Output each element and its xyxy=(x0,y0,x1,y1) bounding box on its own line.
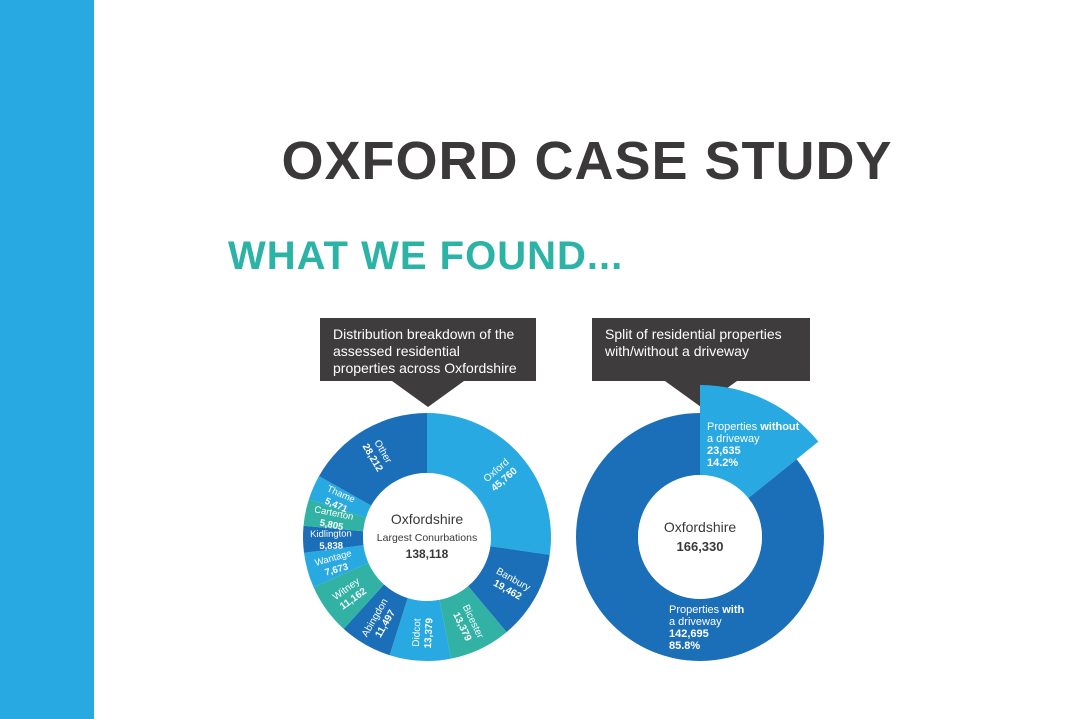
chart2-label-line2-with: a driveway xyxy=(669,616,722,628)
chart1-slice-kidlington xyxy=(303,525,364,553)
chart2-label-name-with: Properties with xyxy=(669,604,744,616)
chart1-slice-wantage xyxy=(304,545,369,588)
chart2-label-line2-without: a driveway xyxy=(707,433,760,445)
page-subtitle: WHAT WE FOUND... xyxy=(228,234,624,278)
chart1-center-label: Oxfordshire xyxy=(391,511,464,527)
chart1-slice-carterton xyxy=(303,499,367,532)
chart2-center-hole xyxy=(638,475,762,599)
chart1-slice-value-carterton: 5,805 xyxy=(319,518,345,534)
chart1-slice-bicester xyxy=(439,586,507,659)
chart2-slice-with xyxy=(575,413,825,661)
chart2-label-name-without: Properties without xyxy=(707,421,800,433)
chart1-slice-abingdon xyxy=(343,584,408,656)
chart2-label-percent-with: 85.8% xyxy=(669,640,700,652)
chart2-label-value-without: 23,635 xyxy=(707,445,741,457)
chart1-slice-name-kidlington: Kidlington xyxy=(310,528,352,540)
chart2-center-value: 166,330 xyxy=(677,539,724,554)
chart2-title-callout: Split of residential properties with/wit… xyxy=(592,318,810,381)
chart1-slice-thame xyxy=(308,476,372,518)
chart1-center-value: 138,118 xyxy=(406,547,449,561)
chart2-label-percent-without: 14.2% xyxy=(707,457,738,469)
chart2-label-value-with: 142,695 xyxy=(669,628,709,640)
chart1-slice-didcot xyxy=(389,598,452,661)
chart1-slice-other xyxy=(318,413,427,506)
chart1-slice-name-didcot: Didcot xyxy=(411,618,424,647)
chart1-slice-value-didcot: 13,379 xyxy=(423,617,436,649)
chart2-center-label: Oxfordshire xyxy=(664,519,737,535)
page-title: OXFORD CASE STUDY xyxy=(281,131,893,191)
chart1-title-callout: Distribution breakdown of the assessed r… xyxy=(320,318,536,381)
chart1-slice-oxford xyxy=(427,413,551,555)
chart1-slice-value-kidlington: 5,838 xyxy=(319,541,343,552)
side-accent-bar xyxy=(0,0,94,719)
chart1-center-sublabel: Largest Conurbations xyxy=(377,532,477,544)
chart2-slices xyxy=(575,385,825,661)
chart1-slices: Oxford45,760Banbury19,462Bicester13,379D… xyxy=(303,413,551,661)
chart1-slice-witney xyxy=(313,562,384,629)
chart1-center-hole xyxy=(363,473,491,601)
chart2-slice-without xyxy=(700,385,819,499)
chart1-slice-banbury xyxy=(468,546,550,633)
